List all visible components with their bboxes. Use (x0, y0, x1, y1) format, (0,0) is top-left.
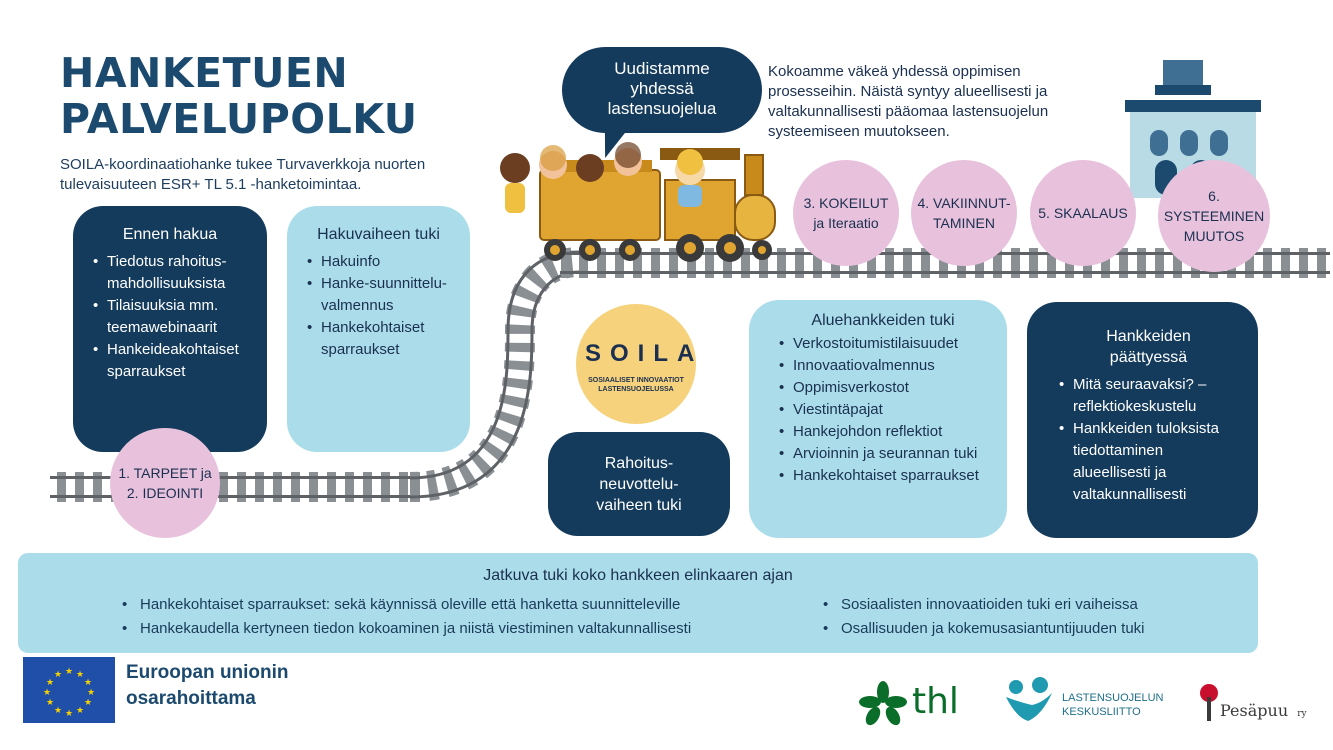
eu-flag-icon: ★ ★ ★ ★ ★ ★ ★ ★ ★ ★ ★ ★ (23, 657, 115, 723)
svg-text:★: ★ (84, 698, 92, 708)
list-item: Hankekohtaiset sparraukset (307, 317, 454, 361)
list-item: Innovaatiovalmennus (779, 355, 991, 377)
soila-logo-word: SOILA (585, 340, 704, 367)
card-list: Tiedotus rahoitus-mahdollisuuksista Tila… (89, 251, 251, 383)
card-title: Hakuvaiheen tuki (317, 226, 440, 243)
card-title: Ennen hakua (122, 226, 218, 243)
thl-logo-text: thl (912, 681, 959, 722)
soila-logo-subtitle: SOSIAALISET INNOVAATIOT LASTENSUOJELUSSA (588, 377, 684, 393)
track-curve (409, 247, 581, 502)
eu-text-line1: Euroopan unionin (126, 662, 289, 683)
stage-circle-5: 5. SKAALAUS (1030, 160, 1136, 266)
svg-text:★: ★ (87, 688, 95, 698)
card-title: Hankkeiden päättyessä (1106, 328, 1191, 366)
list-item: Hanke-suunnittelu-valmennus (307, 273, 454, 317)
stage-circle-1-2: 1. TARPEET ja 2. IDEOINTI (110, 428, 220, 538)
list-item: Hankeideakohtaiset sparraukset (93, 339, 251, 383)
card-ennen-hakua: Ennen hakua Tiedotus rahoitus-mahdollisu… (73, 206, 267, 452)
list-item: Hankekohtaiset sparraukset: sekä käynnis… (122, 593, 691, 617)
list-item: Hakuinfo (307, 251, 454, 273)
svg-text:★: ★ (65, 667, 73, 677)
list-item: Osallisuuden ja kokemusasiantuntijuuden … (823, 617, 1145, 641)
pesapuu-logo-icon: Pesäpuu ry (1198, 683, 1320, 725)
list-item: Hankejohdon reflektiot (779, 421, 991, 443)
page-subtitle: SOILA-koordinaatiohanke tukee Turvaverkk… (60, 156, 426, 193)
svg-text:★: ★ (65, 709, 73, 719)
svg-text:★: ★ (46, 678, 54, 688)
svg-text:★: ★ (76, 706, 84, 716)
stage-circle-6: 6. SYSTEEMINEN MUUTOS (1158, 160, 1270, 272)
svg-text:★: ★ (46, 698, 54, 708)
list-item: Viestintäpajat (779, 399, 991, 421)
list-item: Oppimisverkostot (779, 377, 991, 399)
card-title: Rahoitus-neuvottelu-vaiheen tuki (596, 454, 682, 514)
card-hakuvaihe: Hakuvaiheen tuki Hakuinfo Hanke-suunnitt… (287, 206, 470, 452)
card-paattyessa: Hankkeiden päättyessä Mitä seuraavaksi? … (1027, 302, 1258, 538)
card-list: Verkostoitumistilaisuudet Innovaatiovalm… (775, 333, 991, 487)
list-item: Mitä seuraavaksi? –reflektiokeskustelu (1059, 374, 1242, 418)
eu-text-line2: osarahoittama (126, 688, 256, 709)
list-item: Hankkeiden tuloksista tiedottaminen alue… (1059, 418, 1242, 506)
continuous-support-band: Jatkuva tuki koko hankkeen elinkaaren aj… (18, 553, 1258, 653)
svg-text:★: ★ (43, 688, 51, 698)
card-list: Mitä seuraavaksi? –reflektiokeskustelu H… (1055, 374, 1242, 506)
lsk-text-line2: KESKUSLIITTO (1062, 706, 1141, 718)
svg-text:★: ★ (54, 670, 62, 680)
card-aluehankkeet: Aluehankkeiden tuki Verkostoitumistilais… (749, 300, 1007, 538)
thl-logo-icon: thl (858, 680, 968, 728)
page-title-line2: PALVELUPOLKU (60, 95, 418, 143)
page-title: HANKETUEN PALVELUPOLKU (60, 50, 418, 142)
lsk-logo-icon: LASTENSUOJELUN KESKUSLIITTO (1002, 677, 1172, 729)
track-bottom (50, 472, 420, 502)
intro-text: Kokoamme väkeä yhdessä oppimisen prosess… (768, 63, 1049, 140)
lsk-logo-text: LASTENSUOJELUN KESKUSLIITTO (1062, 691, 1163, 719)
band-list-right: Sosiaalisten innovaatioiden tuki eri vai… (823, 593, 1145, 641)
list-item: Hankekohtaiset sparraukset (779, 465, 991, 487)
lsk-text-line1: LASTENSUOJELUN (1062, 692, 1164, 704)
stage-circle-3: 3. KOKEILUT ja Iteraatio (793, 160, 899, 266)
list-item: Sosiaalisten innovaatioiden tuki eri vai… (823, 593, 1145, 617)
speech-bubble: Uudistamme yhdessä lastensuojelua (562, 47, 762, 133)
card-rahoitus: Rahoitus-neuvottelu-vaiheen tuki (548, 432, 730, 536)
pesapuu-name: Pesäpuu (1220, 701, 1289, 720)
band-title: Jatkuva tuki koko hankkeen elinkaaren aj… (483, 567, 793, 584)
svg-text:★: ★ (54, 706, 62, 716)
stage-circle-4: 4. VAKIINNUT-TAMINEN (911, 160, 1017, 266)
page-title-line1: HANKETUEN (60, 49, 349, 97)
list-item: Hankekaudella kertyneen tiedon kokoamine… (122, 617, 691, 641)
list-item: Arvioinnin ja seurannan tuki (779, 443, 991, 465)
list-item: Verkostoitumistilaisuudet (779, 333, 991, 355)
svg-text:★: ★ (76, 670, 84, 680)
train-icon (539, 148, 776, 262)
pesapuu-ry: ry (1297, 709, 1307, 719)
eu-funding-text: Euroopan unionin osarahoittama (126, 660, 289, 712)
pesapuu-logo-text: Pesäpuu ry (1220, 701, 1307, 724)
card-title: Aluehankkeiden tuki (811, 312, 955, 329)
children-icon (500, 142, 705, 213)
svg-text:★: ★ (84, 678, 92, 688)
list-item: Tiedotus rahoitus-mahdollisuuksista (93, 251, 251, 295)
soila-logo: SOILA SOSIAALISET INNOVAATIOT LASTENSUOJ… (576, 304, 696, 424)
list-item: Tilaisuuksia mm. teemawebinaarit (93, 295, 251, 339)
band-list-left: Hankekohtaiset sparraukset: sekä käynnis… (122, 593, 691, 641)
card-list: Hakuinfo Hanke-suunnittelu-valmennus Han… (303, 251, 454, 361)
